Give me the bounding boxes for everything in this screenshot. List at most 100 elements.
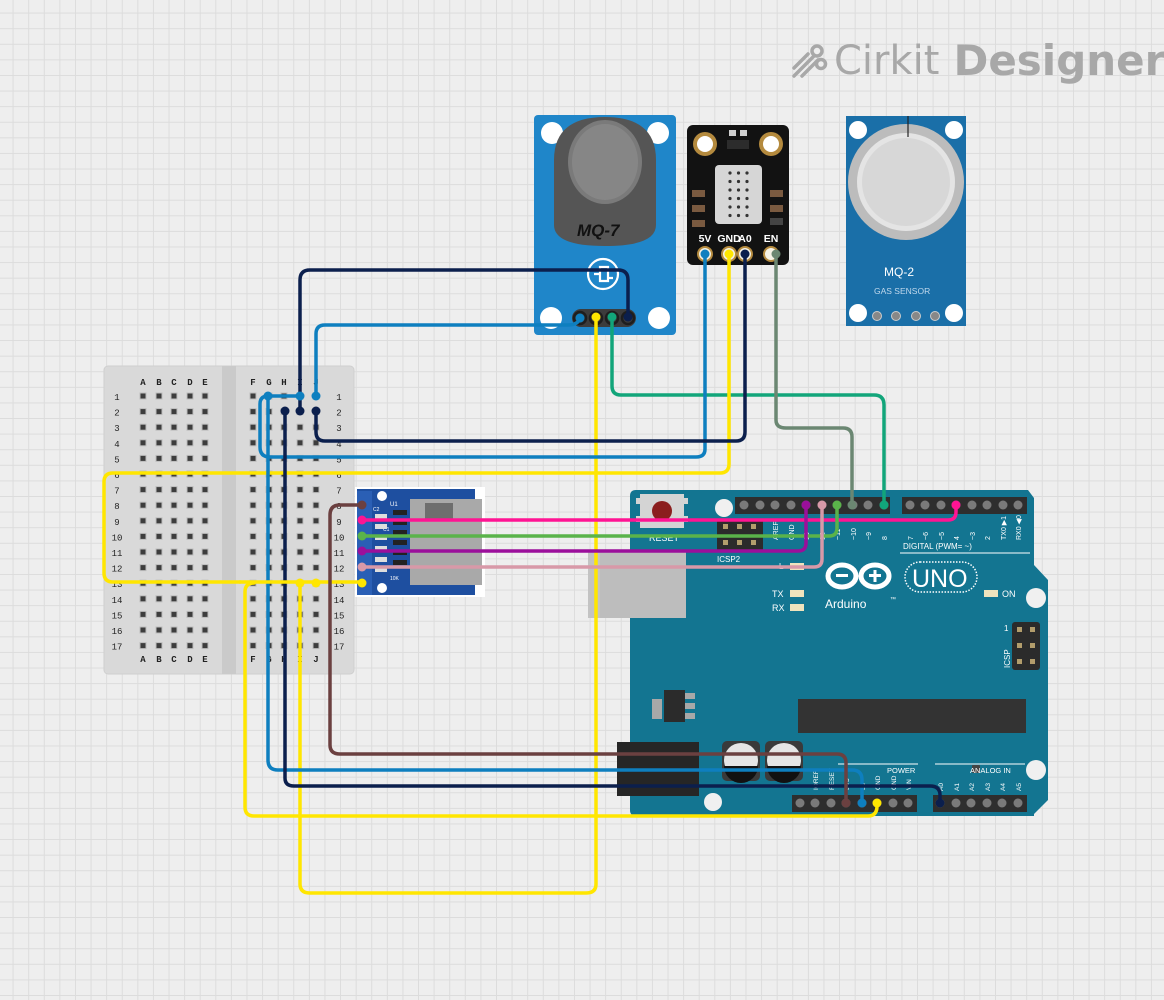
analog-pin[interactable] [982,798,992,808]
wire-endpoint[interactable] [357,500,367,510]
breadboard-hole[interactable] [249,486,257,494]
breadboard-hole[interactable] [312,548,320,556]
breadboard-hole[interactable] [186,564,194,572]
wire-sage-air-en[interactable] [774,252,854,507]
digital-pin[interactable] [770,500,780,510]
wire-endpoint[interactable] [575,313,585,323]
digital-pin[interactable] [863,500,873,510]
wire-endpoint[interactable] [357,515,367,525]
breadboard-hole[interactable] [155,454,163,462]
breadboard-hole[interactable] [139,564,147,572]
wire-endpoint[interactable] [357,531,367,541]
breadboard-hole[interactable] [249,532,257,540]
breadboard-hole[interactable] [155,564,163,572]
digital-pin[interactable] [755,500,765,510]
wire-endpoint[interactable] [872,798,882,808]
wire-endpoint[interactable] [607,312,617,322]
breadboard-hole[interactable] [155,595,163,603]
breadboard-hole[interactable] [186,392,194,400]
breadboard-hole[interactable] [186,642,194,650]
breadboard-hole[interactable] [312,642,320,650]
analog-pin[interactable] [1013,798,1023,808]
breadboard-hole[interactable] [296,439,304,447]
micro-sd-card-module[interactable]: U1 C2 C1 10K [355,487,485,597]
wire-endpoint[interactable] [357,562,367,572]
wire-endpoint[interactable] [817,500,827,510]
breadboard-hole[interactable] [201,548,209,556]
mq7-sensor-module[interactable]: MQ-7 [534,115,676,335]
digital-pin[interactable] [998,500,1008,510]
breadboard-hole[interactable] [249,439,257,447]
wire-blue-5v[interactable] [266,394,864,805]
breadboard-hole[interactable] [312,626,320,634]
wire-endpoint[interactable] [280,406,290,416]
breadboard-hole[interactable] [186,439,194,447]
mq7-pin[interactable] [572,310,588,326]
breadboard-hole[interactable] [155,392,163,400]
breadboard-hole[interactable] [170,392,178,400]
wire-yellow-mq7[interactable] [298,315,598,895]
digital-pin[interactable] [982,500,992,510]
breadboard-hole[interactable] [296,532,304,540]
breadboard-hole[interactable] [139,626,147,634]
breadboard-hole[interactable] [201,501,209,509]
wire-endpoint[interactable] [263,391,273,401]
wire-endpoint[interactable] [879,500,889,510]
breadboard-hole[interactable] [155,532,163,540]
analog-pin[interactable] [951,798,961,808]
analog-pin[interactable] [966,798,976,808]
breadboard-hole[interactable] [139,642,147,650]
wire-purple[interactable] [360,503,808,553]
breadboard-hole[interactable] [186,626,194,634]
wire-endpoint[interactable] [295,391,305,401]
breadboard-hole[interactable] [186,532,194,540]
breadboard-hole[interactable] [186,548,194,556]
wire-brown-sd[interactable] [328,503,848,805]
breadboard-hole[interactable] [312,501,320,509]
wire-endpoint[interactable] [771,249,781,259]
reset-button[interactable] [636,494,688,528]
breadboard-hole[interactable] [139,532,147,540]
wire-endpoint[interactable] [311,578,321,588]
wire-endpoint[interactable] [832,500,842,510]
breadboard-hole[interactable] [249,564,257,572]
breadboard-hole[interactable] [249,642,257,650]
breadboard-hole[interactable] [170,564,178,572]
breadboard-hole[interactable] [139,454,147,462]
mq2-sensor-module[interactable]: MQ-2 GAS SENSOR [846,116,966,326]
breadboard-hole[interactable] [170,408,178,416]
wire-endpoint[interactable] [724,249,734,259]
digital-pin[interactable] [1013,500,1023,510]
power-pin[interactable] [903,798,913,808]
wire-endpoint[interactable] [841,798,851,808]
power-pin[interactable] [795,798,805,808]
mq2-pin[interactable] [872,311,882,321]
breadboard-hole[interactable] [249,501,257,509]
breadboard-hole[interactable] [139,517,147,525]
power-pin[interactable] [888,798,898,808]
breadboard-hole[interactable] [201,564,209,572]
breadboard-hole[interactable] [201,392,209,400]
breadboard-hole[interactable] [155,548,163,556]
breadboard-hole[interactable] [249,423,257,431]
breadboard-hole[interactable] [312,595,320,603]
wire-endpoint[interactable] [740,249,750,259]
breadboard-hole[interactable] [249,408,257,416]
wire-green-mq7[interactable] [610,315,886,507]
breadboard-hole[interactable] [312,439,320,447]
breadboard-hole[interactable] [170,642,178,650]
breadboard-hole[interactable] [201,423,209,431]
breadboard-hole[interactable] [312,610,320,618]
power-pin[interactable] [826,798,836,808]
breadboard-hole[interactable] [170,439,178,447]
mq2-pin[interactable] [911,311,921,321]
breadboard-hole[interactable] [155,439,163,447]
breadboard-hole[interactable] [139,439,147,447]
analog-pin[interactable] [997,798,1007,808]
breadboard-hole[interactable] [201,454,209,462]
breadboard-hole[interactable] [170,517,178,525]
breadboard-hole[interactable] [170,548,178,556]
digital-pin[interactable] [739,500,749,510]
